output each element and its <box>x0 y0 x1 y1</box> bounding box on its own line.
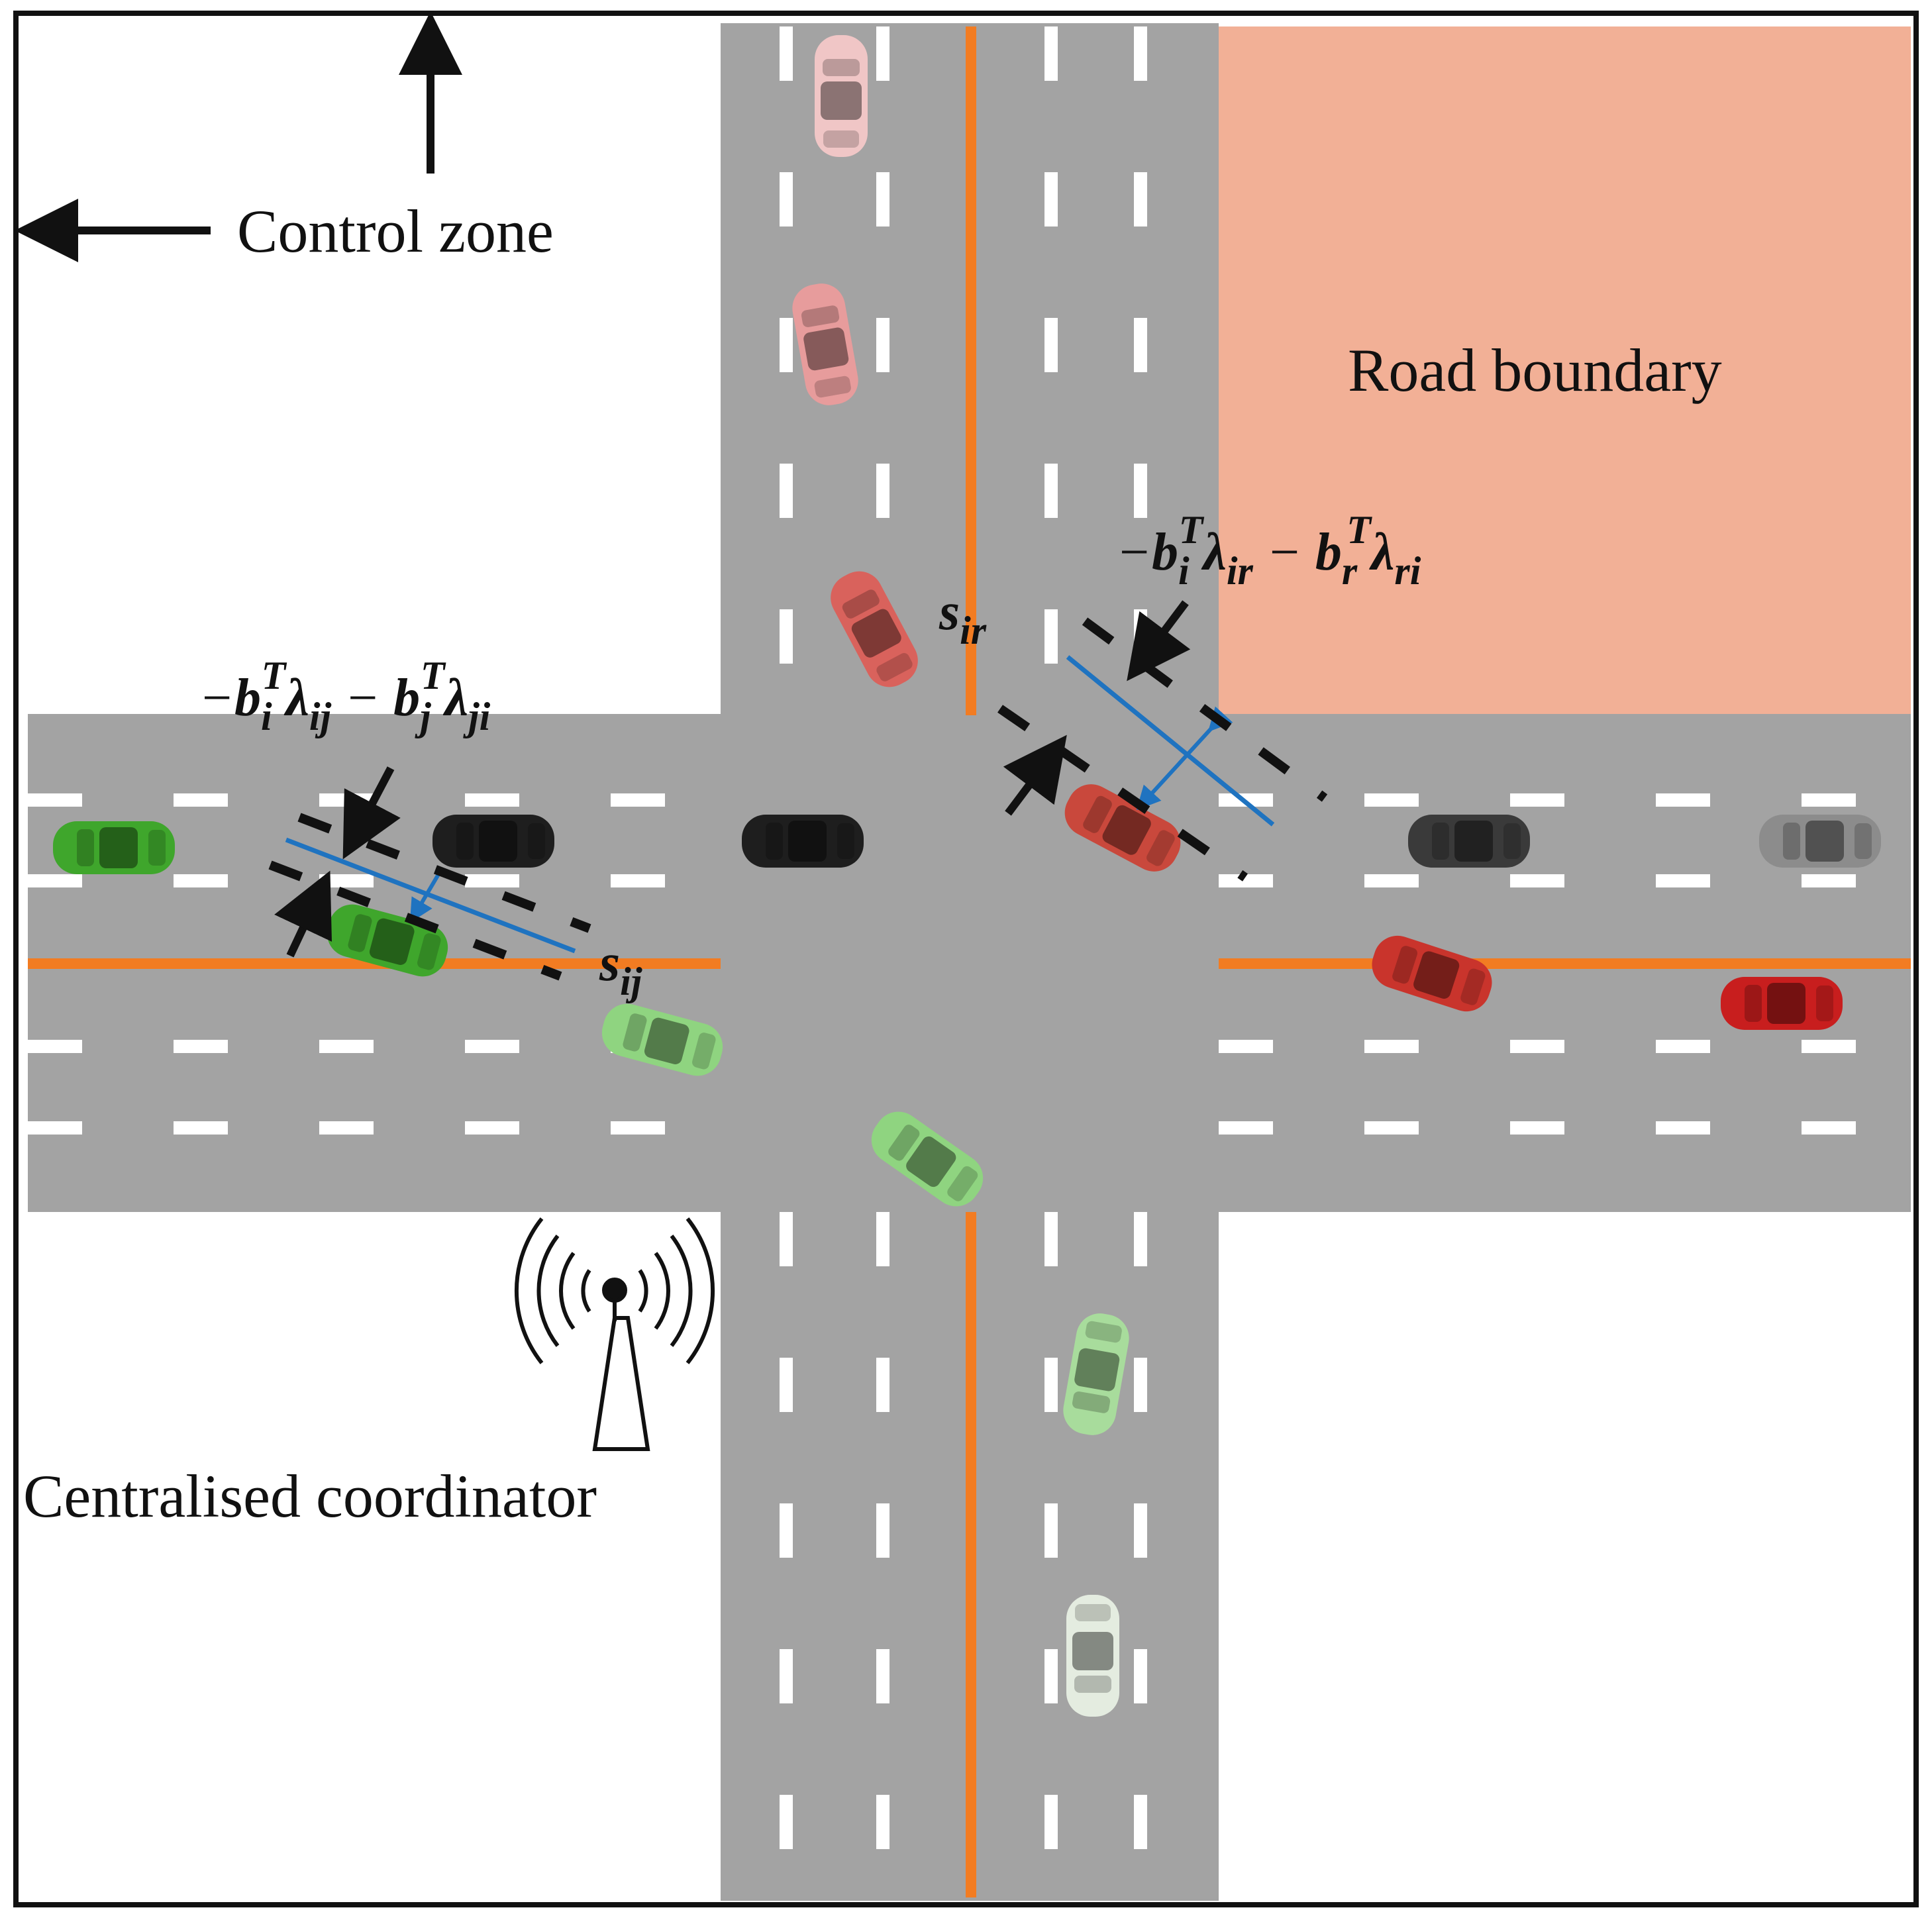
margin-line <box>1082 617 1328 802</box>
road-boundary-area <box>1219 26 1911 715</box>
formula-ij: −biTλij − bjTλji <box>199 654 491 738</box>
blue-arrow <box>1136 706 1233 811</box>
car-icon <box>1721 977 1843 1030</box>
margin-line <box>997 705 1248 882</box>
car-icon <box>1759 815 1881 868</box>
separation-ir-annotation <box>997 600 1328 882</box>
arrow-icon <box>274 870 332 958</box>
arrow-icon <box>1127 600 1191 681</box>
car-icon <box>815 35 868 157</box>
car-icon <box>1066 1595 1119 1717</box>
margin-line <box>297 813 591 933</box>
car-icon <box>1408 815 1530 868</box>
car-icon <box>432 815 554 868</box>
arrow-icon <box>1003 734 1067 816</box>
lane-markings <box>28 26 1911 1897</box>
arrow-icon <box>342 766 401 860</box>
road-boundary-label: Road boundary <box>1348 336 1722 404</box>
control-zone-label: Control zone <box>237 197 554 265</box>
coordinator-label: Centralised coordinator <box>23 1462 597 1530</box>
formula-ir: −biTλir − brTλri <box>1116 508 1421 593</box>
diagram-frame <box>13 11 1919 1907</box>
s-ij-label: sij <box>599 934 642 1003</box>
car-icon <box>53 821 175 874</box>
car-icon <box>742 815 864 868</box>
separating-hyperplane-ij <box>285 837 576 954</box>
margin-line <box>268 860 562 981</box>
antenna-tower-icon <box>514 1217 715 1451</box>
s-ir-label: sir <box>939 583 987 652</box>
separation-ij-annotation <box>268 766 591 981</box>
